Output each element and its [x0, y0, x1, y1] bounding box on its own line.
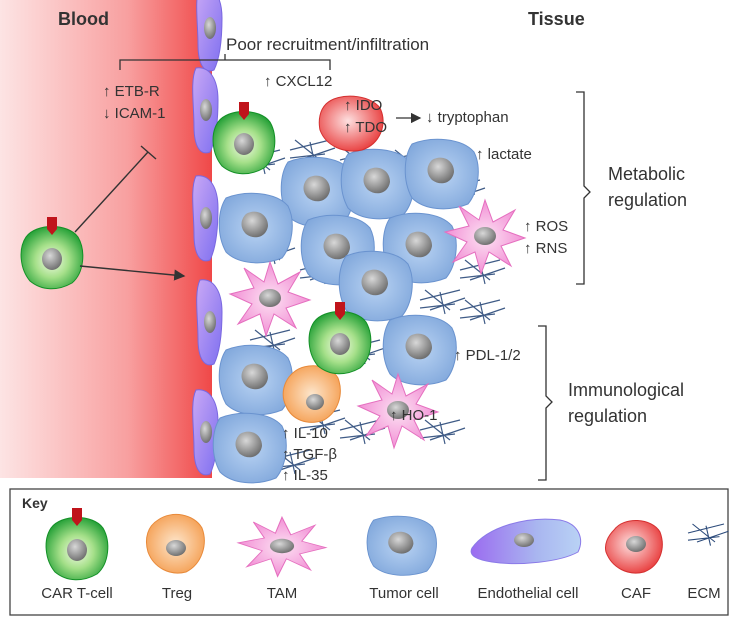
- immunological-label-1: Immunological: [568, 380, 684, 400]
- treg-cell: [282, 365, 341, 423]
- caf-cell: [318, 95, 384, 152]
- tdo-label: ↑ TDO: [344, 119, 387, 136]
- ros-label: ↑ ROS: [524, 218, 568, 235]
- poor-recruitment-label: Poor recruitment/infiltration: [226, 35, 429, 54]
- metabolic-bracket: [576, 91, 591, 285]
- recruitment-arrow: [79, 265, 186, 281]
- il10-label: ↑ IL-10: [282, 425, 328, 442]
- key-label-tumor: Tumor cell: [369, 585, 438, 602]
- pdl-label: ↑ PDL-1/2: [454, 347, 521, 364]
- blood-header: Blood: [58, 9, 109, 29]
- il35-label: ↑ IL-35: [282, 467, 328, 484]
- cxcl12-label: ↑ CXCL12: [264, 73, 332, 90]
- ho1-label: ↑ HO-1: [390, 407, 438, 424]
- metabolic-label-1: Metabolic: [608, 164, 685, 184]
- lactate-label: ↑ lactate: [476, 146, 532, 163]
- rns-label: ↑ RNS: [524, 240, 567, 257]
- key-box: Key CAR T-cell Treg TAM Tumor cell End: [9, 488, 730, 616]
- tryptophan-label: ↓ tryptophan: [426, 109, 509, 126]
- key-label-treg: Treg: [162, 585, 192, 602]
- key-endothelial-icon: [470, 518, 582, 564]
- key-label-caf: CAF: [621, 585, 651, 602]
- etbr-label: ↑ ETB-R: [103, 83, 160, 100]
- key-tumor-icon: [366, 515, 437, 576]
- key-label-tam: TAM: [267, 585, 298, 602]
- tissue-header: Tissue: [528, 9, 585, 29]
- key-treg-icon: [145, 513, 205, 574]
- metabolic-label-2: regulation: [608, 190, 687, 210]
- recruitment-bracket: [119, 54, 331, 70]
- immunological-label-2: regulation: [568, 406, 647, 426]
- immunological-bracket: [538, 325, 553, 481]
- icam1-label: ↓ ICAM-1: [103, 105, 166, 122]
- key-caf-icon: [605, 520, 663, 574]
- key-title: Key: [22, 495, 48, 511]
- tgfb-label: ↑ TGF-β: [282, 446, 337, 463]
- ido-label: ↑ IDO: [344, 97, 382, 114]
- key-label-car-t: CAR T-cell: [41, 585, 112, 602]
- inhibition-line: [74, 145, 157, 233]
- key-label-ecm: ECM: [687, 585, 720, 602]
- endothelial-wall: [192, 0, 223, 476]
- key-label-endothelial: Endothelial cell: [478, 585, 579, 602]
